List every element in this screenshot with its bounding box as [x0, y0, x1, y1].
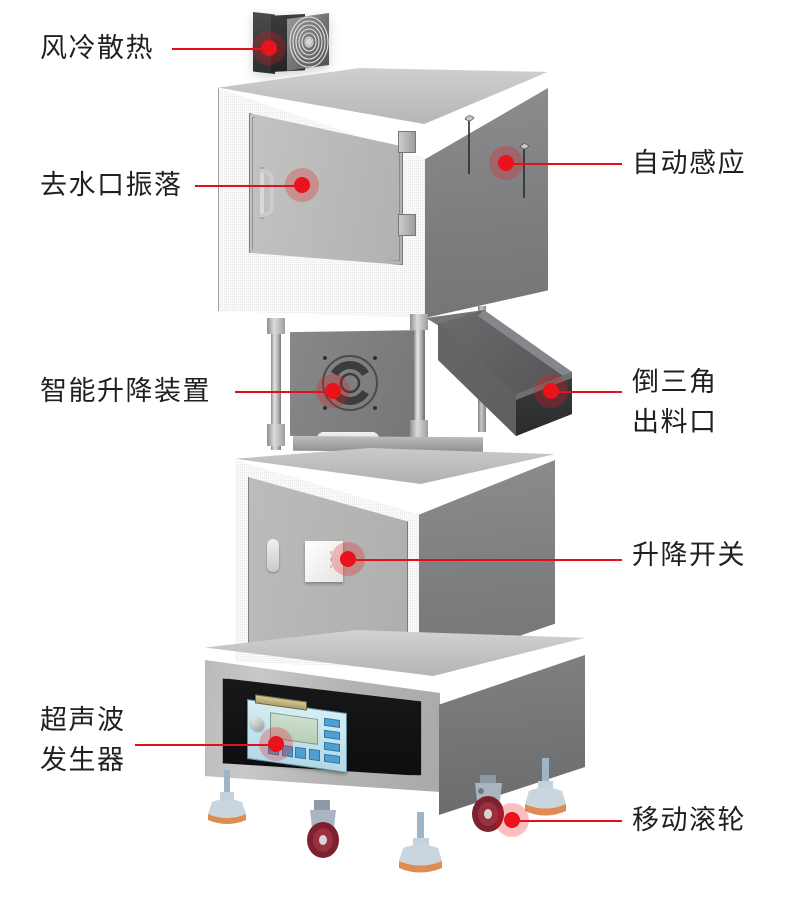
marker-dot-smart-lifting-device[interactable]	[316, 374, 350, 408]
lift-column-cap	[410, 314, 428, 330]
leveling-foot	[525, 758, 566, 816]
fan-grill-icon	[287, 13, 329, 71]
lift-fan-box	[290, 330, 425, 438]
generator-knob[interactable]	[251, 716, 264, 732]
leader-line-lift-switch	[347, 559, 622, 561]
leader-line-smart-lifting-device	[235, 391, 328, 393]
annotation-label-lift-switch: 升降开关	[632, 535, 746, 575]
annotation-line-text: 出料口	[632, 407, 718, 437]
marker-dot-moving-caster[interactable]	[495, 803, 529, 837]
annotation-line-text: 倒三角	[632, 367, 718, 397]
cabinet-lock[interactable]	[267, 539, 279, 572]
leader-line-ultrasonic-generator	[135, 744, 271, 746]
caster-wheel	[307, 800, 339, 858]
door-hinge	[398, 214, 416, 236]
marker-dot-air-cooling[interactable]	[252, 31, 286, 65]
annotation-label-auto-sensing: 自动感应	[632, 143, 746, 183]
annotation-label-ultrasonic-generator: 超声波 发生器	[40, 700, 126, 780]
lift-platform	[293, 436, 483, 452]
annotation-label-smart-lifting-device: 智能升降装置	[40, 371, 211, 411]
annotation-line-text: 超声波	[40, 705, 126, 735]
annotation-line-text: 去水口振落	[40, 170, 183, 200]
annotation-line-text: 移动滚轮	[632, 805, 746, 835]
marker-dot-inverted-triangle-outlet[interactable]	[534, 374, 568, 408]
leveling-foot	[399, 812, 442, 873]
lift-column-cap	[267, 318, 285, 334]
annotation-line-text: 智能升降装置	[40, 376, 211, 406]
sensor-probe	[519, 143, 530, 198]
sensor-probe	[464, 115, 475, 174]
leveling-foot	[208, 770, 246, 824]
marker-dot-ultrasonic-generator[interactable]	[259, 727, 293, 761]
door-hinge	[398, 131, 416, 153]
annotation-line-text: 升降开关	[632, 540, 746, 570]
door-handle[interactable]	[257, 166, 279, 222]
annotation-line-text: 风冷散热	[40, 33, 154, 63]
marker-dot-auto-sensing[interactable]	[489, 146, 523, 180]
lift-column-cap	[267, 424, 285, 446]
leader-line-inverted-triangle-outlet	[550, 391, 622, 393]
leader-line-drain-shake-off	[195, 185, 298, 187]
lift-column	[414, 318, 424, 448]
marker-dot-lift-switch[interactable]	[331, 542, 365, 576]
lift-column	[271, 322, 281, 450]
annotation-label-moving-caster: 移动滚轮	[632, 800, 746, 840]
generator-keypad-right[interactable]	[324, 717, 340, 765]
marker-dot-drain-shake-off[interactable]	[285, 168, 319, 202]
leader-line-air-cooling	[172, 48, 264, 50]
annotation-label-air-cooling: 风冷散热	[40, 28, 154, 68]
leader-line-auto-sensing	[505, 163, 622, 165]
annotation-label-drain-shake-off: 去水口振落	[40, 165, 183, 205]
annotation-line-text: 自动感应	[632, 148, 746, 178]
annotation-label-inverted-triangle-outlet: 倒三角 出料口	[632, 362, 718, 442]
leader-line-moving-caster	[511, 820, 622, 822]
annotation-line-text: 发生器	[40, 745, 126, 775]
discharge-chute	[420, 310, 598, 450]
